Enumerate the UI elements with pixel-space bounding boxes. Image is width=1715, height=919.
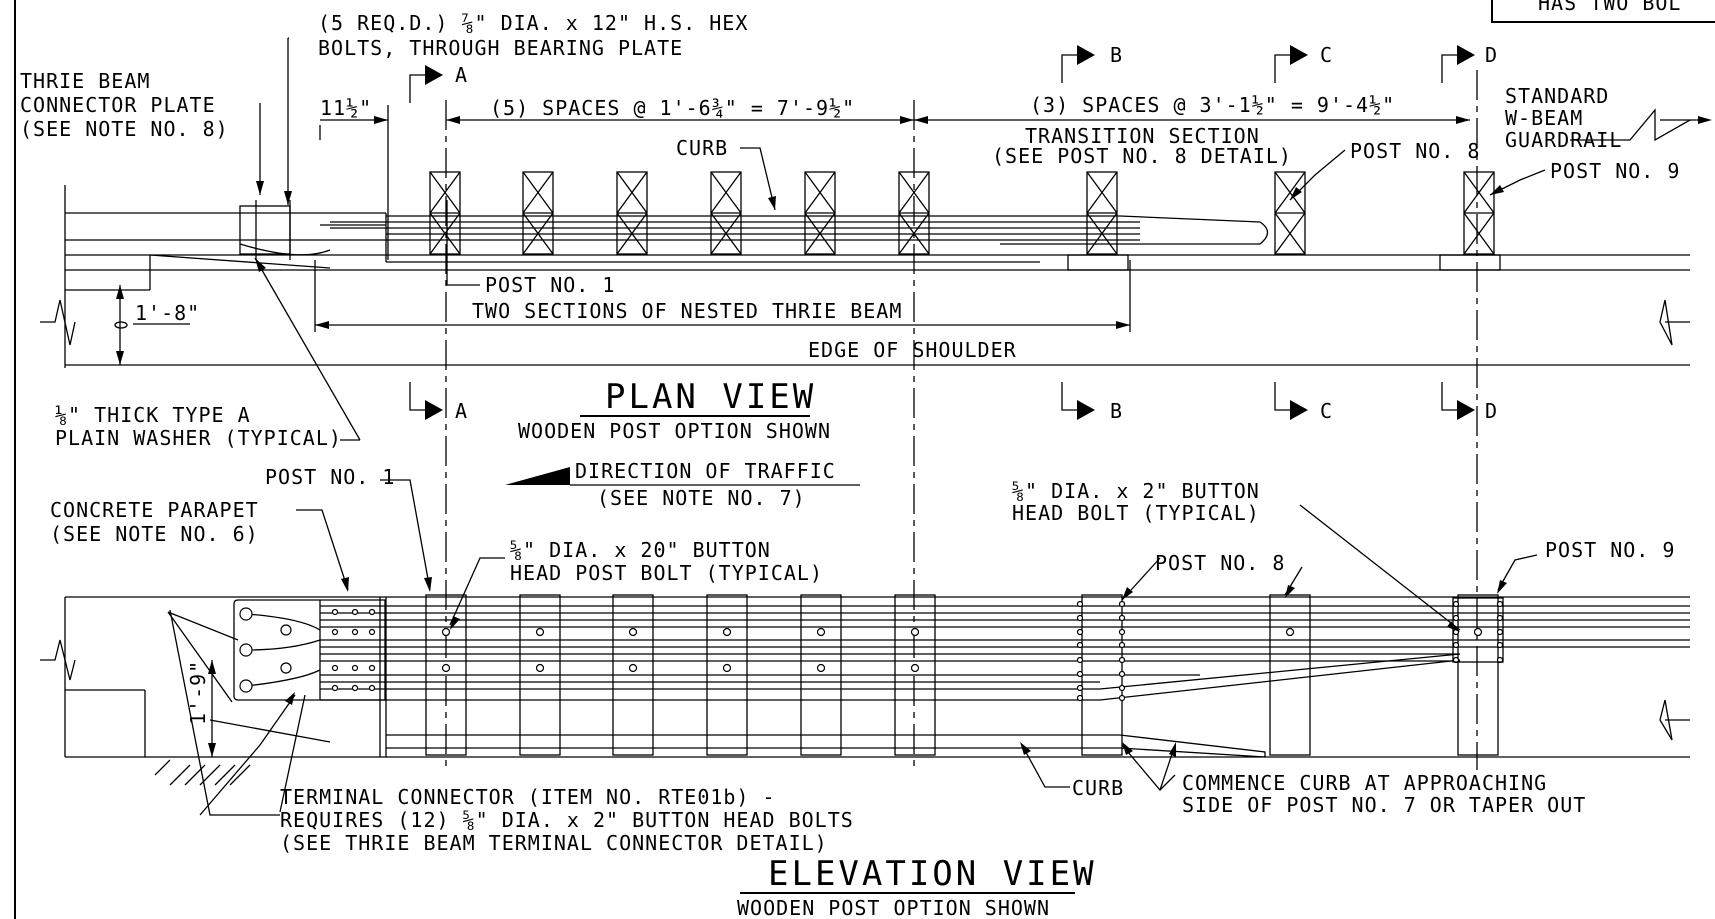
- bolts-note-line-2: BOLTS, THROUGH BEARING PLATE: [318, 36, 683, 60]
- plan-post: [710, 171, 742, 255]
- nested-thrie-beam-label: TWO SECTIONS OF NESTED THRIE BEAM: [472, 299, 902, 323]
- plan-view-subtitle: WOODEN POST OPTION SHOWN: [518, 419, 831, 443]
- bolts-note-line-1: (5 REQ.D.) ⅞" DIA. x 12" H.S. HEX: [318, 11, 748, 35]
- terminal-line-1: TERMINAL CONNECTOR (ITEM NO. RTE01b) -: [280, 785, 776, 809]
- elevation-view: [40, 479, 1690, 816]
- dim-1-8: 1'-8": [135, 301, 200, 325]
- connector-plate-line-2: CONNECTOR PLATE: [20, 93, 216, 117]
- post-bolt-holes: [441, 627, 1483, 673]
- transition-line-2: (SEE POST NO. 8 DETAIL): [992, 144, 1292, 168]
- edge-of-shoulder-label: EDGE OF SHOULDER: [808, 338, 1017, 362]
- section-d-top: D: [1485, 43, 1498, 67]
- elev-post-1-label: POST NO. 1: [265, 465, 395, 489]
- dim-offset: 11½": [320, 96, 372, 120]
- section-b-bottom: B: [1110, 399, 1123, 423]
- plan-posts: [429, 171, 1495, 255]
- plan-post-1-label: POST NO. 1: [485, 273, 615, 297]
- traffic-arrow: [505, 467, 570, 485]
- standard-line-3: GUARDRAIL: [1505, 128, 1622, 152]
- elev-post-8-label: POST NO. 8: [1155, 551, 1285, 575]
- postbolt-line-2: HEAD POST BOLT (TYPICAL): [510, 561, 823, 585]
- elev-post: [1457, 594, 1499, 756]
- traffic-note-label: (SEE NOTE NO. 7): [597, 486, 806, 510]
- elev-post: [612, 594, 654, 756]
- elev-post: [706, 594, 748, 756]
- plan-curb-label: CURB: [676, 136, 728, 160]
- section-c-top: C: [1320, 43, 1333, 67]
- washer-line-1: ⅛" THICK TYPE A: [55, 403, 251, 427]
- elevation-view-title: ELEVATION VIEW: [768, 854, 1097, 894]
- elevation-posts: [425, 594, 1499, 756]
- splice-bolts: [1076, 600, 1504, 702]
- terminal-connector-bolts: [239, 607, 376, 693]
- section-d-bottom: D: [1485, 399, 1498, 423]
- elev-post: [1269, 594, 1311, 756]
- transition-line-1: TRANSITION SECTION: [1025, 124, 1260, 148]
- parapet-line-1: CONCRETE PARAPET: [50, 498, 259, 522]
- header-box-text: HAS TWO BOL: [1538, 0, 1681, 15]
- traffic-direction-label: DIRECTION OF TRAFFIC: [575, 459, 836, 483]
- dim-1-9: 1'-9": [186, 660, 210, 725]
- washer-line-2: PLAIN WASHER (TYPICAL): [55, 426, 342, 450]
- elev-curb-label: CURB: [1072, 776, 1124, 800]
- plan-post: [1274, 171, 1306, 255]
- elev-post: [425, 594, 467, 756]
- elev-post-9-label: POST NO. 9: [1545, 538, 1675, 562]
- elevation-view-subtitle: WOODEN POST OPTION SHOWN: [737, 896, 1050, 919]
- plan-post: [522, 171, 554, 255]
- thrie-beam-rails: [320, 605, 1690, 701]
- headbolt-line-1: ⅝" DIA. x 2" BUTTON: [1012, 479, 1260, 503]
- standard-line-2: W-BEAM: [1505, 106, 1583, 130]
- plan-post: [616, 171, 648, 255]
- headbolt-line-2: HEAD BOLT (TYPICAL): [1012, 501, 1260, 525]
- plan-post: [804, 171, 836, 255]
- plan-post-8-label: POST NO. 8: [1350, 139, 1480, 163]
- centerlines: [445, 70, 1478, 770]
- plan-post: [429, 171, 461, 255]
- sheet-border: [14, 0, 1715, 919]
- parapet-line-2: (SEE NOTE NO. 6): [50, 522, 259, 546]
- elev-post: [519, 594, 561, 756]
- section-a-bottom: A: [455, 399, 468, 423]
- dim-three-spaces: (3) SPACES @ 3'-1½" = 9'-4½": [1030, 93, 1395, 117]
- terminal-line-2: REQUIRES (12) ⅝" DIA. x 2" BUTTON HEAD B…: [280, 808, 854, 832]
- section-c-bottom: C: [1320, 399, 1333, 423]
- standard-line-1: STANDARD: [1505, 84, 1609, 108]
- plan-post: [1463, 171, 1495, 255]
- plan-view: [40, 37, 1712, 441]
- connector-plate-line-1: THRIE BEAM: [20, 69, 150, 93]
- connector-plate-line-3: (SEE NOTE NO. 8): [20, 117, 229, 141]
- section-b-top: B: [1110, 43, 1123, 67]
- plan-post: [1086, 171, 1118, 255]
- section-markers: [409, 45, 1475, 420]
- elev-post: [800, 594, 842, 756]
- terminal-line-3: (SEE THRIE BEAM TERMINAL CONNECTOR DETAI…: [280, 831, 828, 855]
- commence-line-1: COMMENCE CURB AT APPROACHING: [1182, 771, 1547, 795]
- commence-line-2: SIDE OF POST NO. 7 OR TAPER OUT: [1182, 793, 1586, 817]
- section-a-top: A: [455, 63, 468, 87]
- plan-post-9-label: POST NO. 9: [1550, 159, 1680, 183]
- plan-view-title: PLAN VIEW: [605, 377, 816, 417]
- dim-five-spaces: (5) SPACES @ 1'-6¾" = 7'-9½": [490, 96, 855, 120]
- elev-post: [894, 594, 936, 756]
- postbolt-line-1: ⅝" DIA. x 20" BUTTON: [510, 538, 771, 562]
